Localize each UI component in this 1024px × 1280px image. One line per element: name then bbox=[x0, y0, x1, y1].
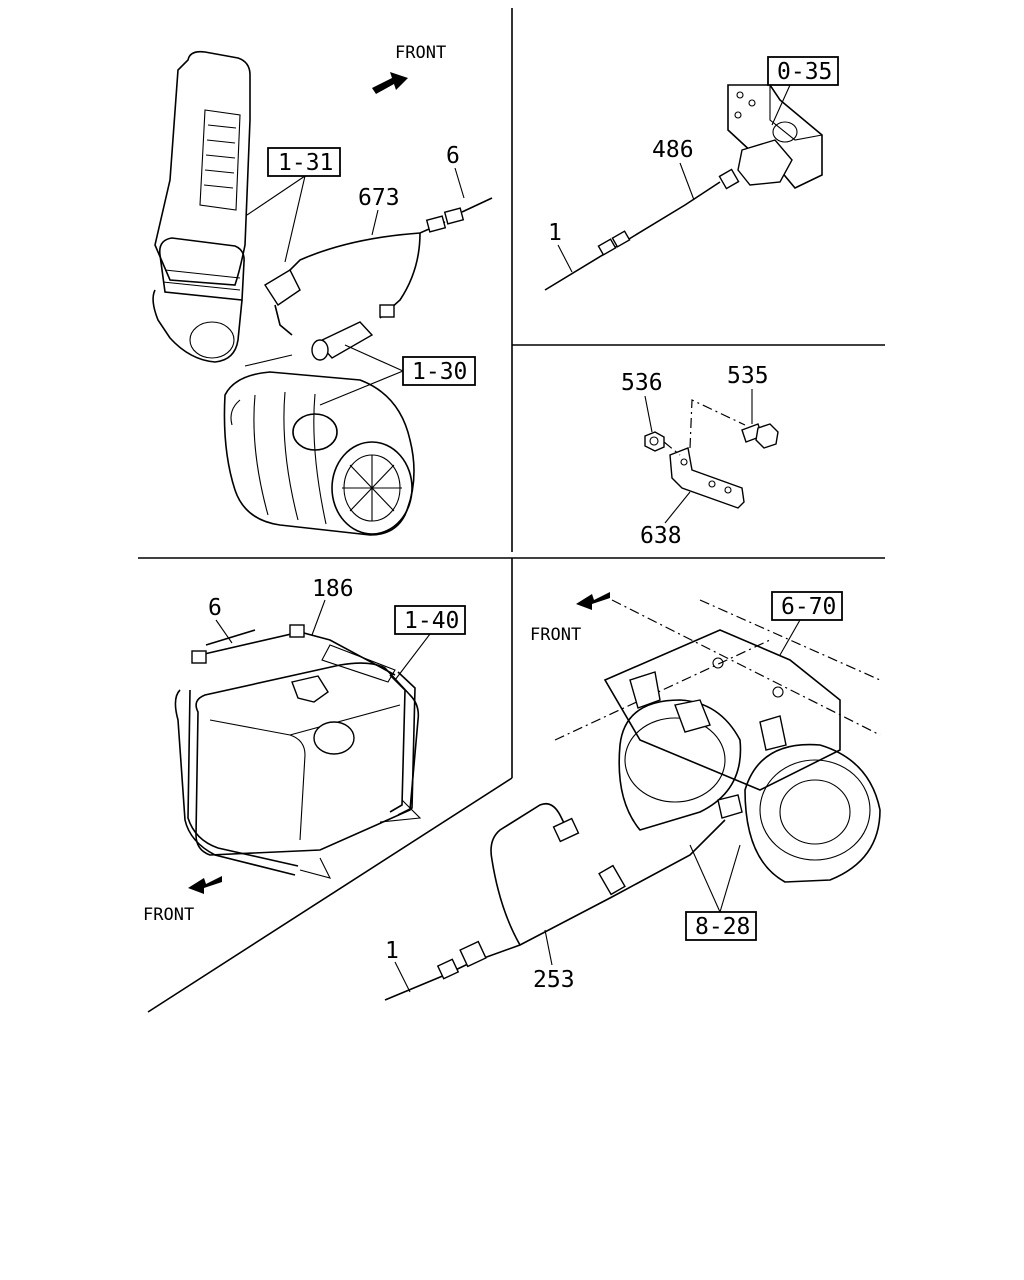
callout-1-40: 1-40 bbox=[394, 605, 466, 681]
ref-1-30: 1-30 bbox=[412, 359, 467, 385]
part-1-bottom: 1 bbox=[385, 938, 399, 964]
part-673: 673 bbox=[358, 185, 400, 211]
harness-253-illustration bbox=[384, 802, 726, 1001]
horn-left-illustration bbox=[618, 671, 742, 831]
ref-1-40: 1-40 bbox=[404, 608, 459, 634]
front-arrow-bottom-left: FRONT bbox=[143, 876, 222, 925]
callout-0-35: 0-35 bbox=[767, 56, 839, 126]
fuel-tank-illustration bbox=[174, 624, 422, 879]
part-6-top: 6 bbox=[446, 143, 460, 169]
ref-0-35: 0-35 bbox=[777, 59, 832, 85]
callout-1-30: 1-30 bbox=[244, 344, 476, 406]
frame-rails-illustration bbox=[554, 599, 881, 741]
part-535: 535 bbox=[727, 363, 769, 389]
air-duct-illustration bbox=[152, 50, 251, 363]
bracket-638-illustration bbox=[644, 399, 779, 509]
ref-1-31: 1-31 bbox=[278, 150, 333, 176]
part-638: 638 bbox=[640, 523, 682, 549]
callout-8-28: 8-28 bbox=[685, 844, 757, 941]
air-cleaner-housing-illustration bbox=[223, 371, 415, 536]
horn-right-illustration bbox=[717, 715, 881, 883]
part-486: 486 bbox=[652, 137, 694, 163]
front-label-bottom-right: FRONT bbox=[530, 625, 581, 645]
ref-8-28: 8-28 bbox=[695, 914, 750, 940]
harness-673-illustration bbox=[264, 197, 493, 361]
part-6-bottom: 6 bbox=[208, 595, 222, 621]
sensor-bracket-illustration bbox=[544, 84, 823, 291]
part-536: 536 bbox=[621, 370, 663, 396]
horn-bracket-illustration bbox=[603, 629, 841, 791]
part-1-top: 1 bbox=[548, 220, 562, 246]
part-253: 253 bbox=[533, 967, 575, 993]
callout-1-31: 1-31 bbox=[246, 147, 341, 263]
callout-6-70: 6-70 bbox=[771, 591, 843, 656]
panel-dividers bbox=[138, 8, 885, 1013]
part-186: 186 bbox=[312, 576, 354, 602]
front-arrow-top-left: FRONT bbox=[372, 43, 446, 94]
front-arrow-bottom-right: FRONT bbox=[530, 592, 610, 645]
front-label-bottom-left: FRONT bbox=[143, 905, 194, 925]
front-label: FRONT bbox=[395, 43, 446, 63]
ref-6-70: 6-70 bbox=[781, 594, 836, 620]
